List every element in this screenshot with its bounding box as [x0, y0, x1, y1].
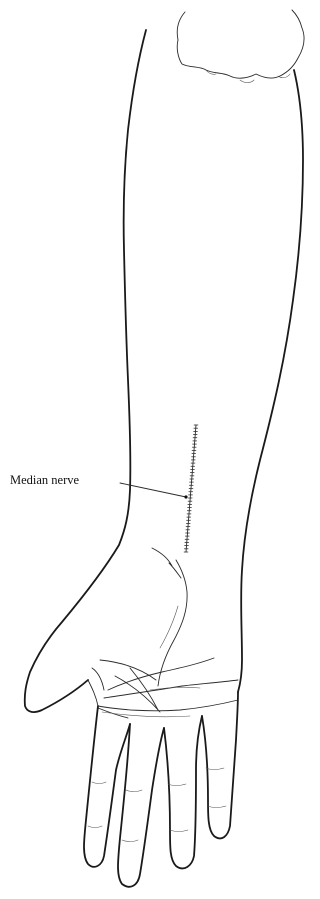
median-nerve-line	[184, 425, 198, 552]
arm-left-contour	[25, 30, 146, 712]
palm-outline	[88, 548, 238, 718]
arm-right-contour	[238, 70, 303, 692]
median-nerve-label: Median nerve	[10, 473, 80, 487]
wrist-crease	[98, 700, 238, 717]
fingers	[84, 692, 238, 887]
shoulder-outline	[177, 10, 304, 83]
